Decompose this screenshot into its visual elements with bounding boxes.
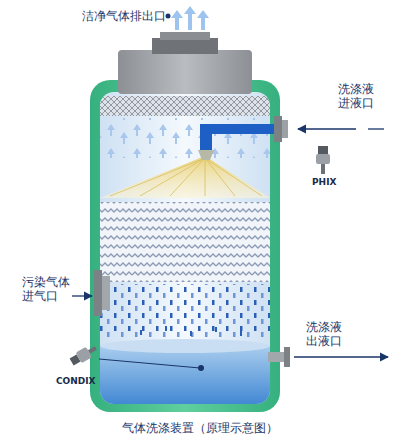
packing-bed	[100, 202, 270, 282]
outlet-neck	[152, 38, 218, 54]
gas-inlet-arrow	[72, 295, 92, 296]
sensor-label: CONDIX	[56, 376, 96, 387]
leader-dot	[198, 365, 204, 371]
inlet-flange	[274, 116, 282, 142]
caption: 气体洗涤装置（原理示意图）	[122, 421, 278, 435]
outlet-pipe	[268, 352, 284, 362]
falling-droplets	[100, 284, 270, 339]
pool-surface	[100, 339, 270, 353]
sensor-label: PHIX	[312, 177, 336, 188]
outlet-plate	[160, 32, 210, 40]
clean-gas-arrows	[171, 6, 209, 30]
outlet-label: 洁净气体排出口	[82, 9, 166, 23]
gas-inlet-flange	[94, 270, 102, 316]
spray-lines	[110, 158, 262, 196]
liquid-pool	[100, 346, 270, 404]
inlet-flange-face	[282, 120, 288, 138]
inlet-elbow	[200, 124, 212, 152]
leader-line	[99, 359, 200, 368]
outlet-flange	[284, 347, 290, 367]
conductivity-sensor-icon	[69, 343, 99, 367]
dash-segment	[368, 128, 384, 129]
column-shell	[90, 80, 280, 412]
top-cap	[118, 50, 252, 94]
liquid-outlet-label: 洗涤液 出液口	[306, 320, 346, 348]
label-dot	[166, 14, 171, 19]
liquid-inlet-label: 洗涤液 进液口	[338, 82, 378, 110]
splash-drops	[140, 326, 242, 336]
spray-cone	[100, 156, 270, 198]
ph-sensor-icon	[316, 146, 330, 174]
inlet-pipe	[210, 124, 274, 134]
outlet-arrow	[294, 356, 388, 357]
demister-mesh	[100, 96, 270, 116]
inlet-arrow	[298, 128, 356, 129]
gas-inlet-label: 污染气体 进气口	[22, 275, 74, 303]
spray-nozzle	[198, 150, 214, 160]
column-internals	[100, 96, 270, 404]
packing-ground	[100, 202, 270, 282]
